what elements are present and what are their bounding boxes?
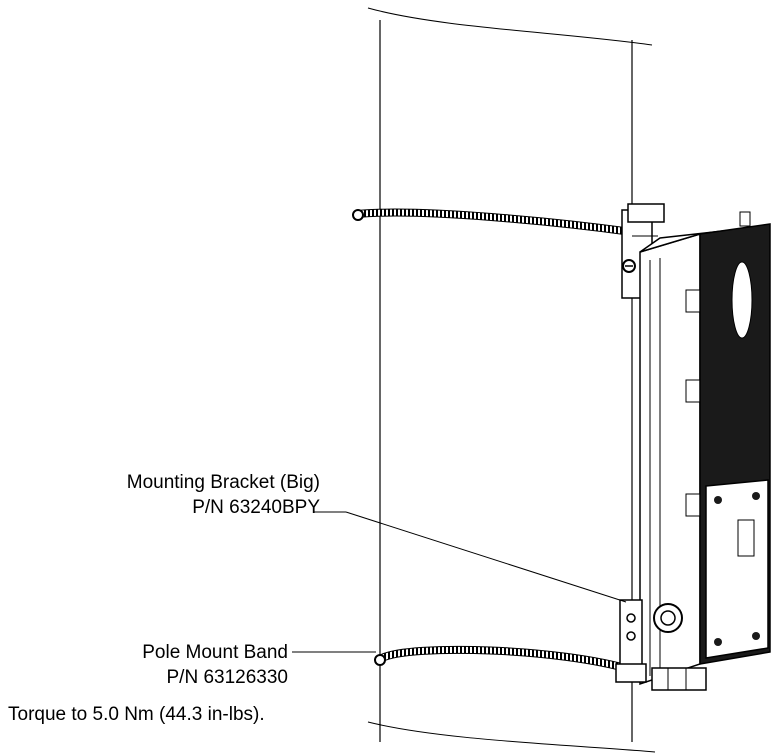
bracket-leader-line-diag: [345, 511, 627, 603]
lower-pole-band: [374, 645, 634, 674]
pole: [367, 7, 656, 753]
torque-note: Torque to 5.0 Nm (44.3 in-lbs).: [8, 704, 265, 725]
bracket-part-number: P/N 63240BPY: [192, 497, 320, 518]
bracket-name-label: Mounting Bracket (Big): [126, 472, 320, 493]
band-part-number: P/N 63126330: [166, 667, 289, 688]
upper-pole-band: [352, 208, 633, 236]
bracket-callout: Mounting Bracket (Big) P/N 63240BPY: [127, 470, 320, 520]
band-callout: Pole Mount Band P/N 63126330: [142, 640, 288, 690]
band-name-label: Pole Mount Band: [142, 642, 288, 663]
lower-mounting-bracket: [615, 599, 647, 683]
radio-unit: [639, 211, 771, 691]
leader-lines: [292, 511, 627, 653]
